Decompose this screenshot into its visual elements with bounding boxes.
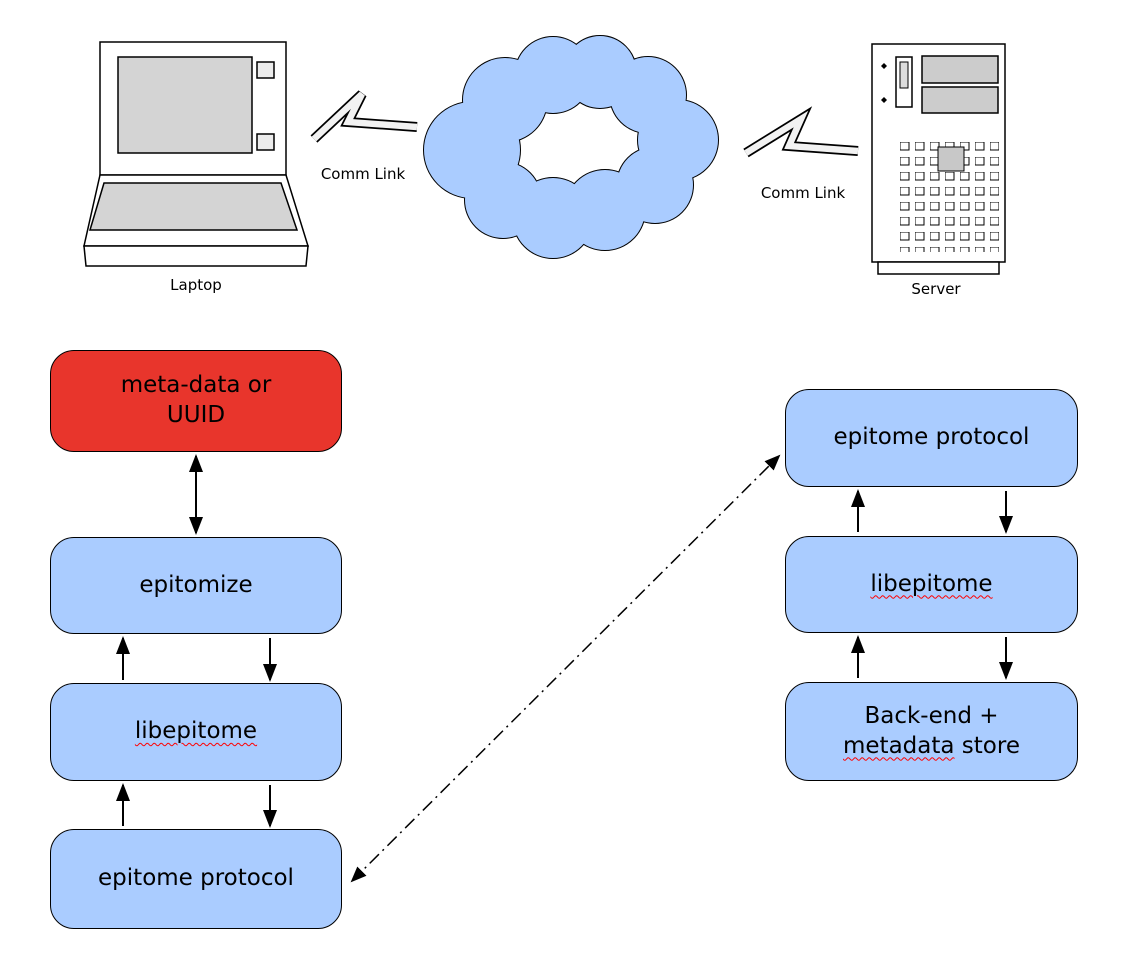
server-icon [871, 43, 1006, 275]
comm-link-left-label: Comm Link [320, 165, 406, 183]
node-epitomize: epitomize [50, 537, 342, 634]
node-text-line: metadata store [843, 732, 1020, 762]
misspelled-word: libepitome [134, 718, 258, 745]
misspelled-word: metadata [843, 732, 955, 759]
node-text-line: libepitome [870, 570, 992, 600]
comm-link-right-label: Comm Link [760, 184, 846, 202]
lightning-bolt-left-icon [310, 90, 418, 143]
misspelled-word: libepitome [870, 570, 993, 597]
laptop-label: Laptop [170, 276, 222, 294]
cloud-icon [423, 35, 719, 259]
server-stack-arrows [851, 489, 1013, 680]
node-text-line: libepitome [135, 717, 257, 747]
node-text-line: epitome protocol [833, 424, 1030, 451]
client-stack-arrows [116, 454, 277, 828]
node-text-line: epitomize [139, 571, 253, 598]
laptop-icon [83, 41, 310, 267]
node-text-line: UUID [166, 402, 226, 428]
node-epitome-protocol-server: epitome protocol [785, 389, 1078, 487]
node-text-line: meta-data or [120, 372, 272, 399]
node-libepitome-client: libepitome [50, 683, 342, 781]
node-libepitome-server: libepitome [785, 536, 1078, 633]
server-label: Server [911, 280, 961, 298]
arrow-protocol-link [350, 454, 781, 883]
node-text-line: epitome protocol [98, 865, 294, 892]
lightning-bolt-right-icon [743, 106, 859, 158]
node-meta-data-or-uuid: meta-data or UUID [50, 350, 342, 452]
node-epitome-protocol-client: epitome protocol [50, 829, 342, 929]
node-text-fragment: store [954, 732, 1020, 759]
node-text-line: Back-end + [864, 702, 999, 729]
node-backend-metadata-store: Back-end + metadata store [785, 682, 1078, 781]
